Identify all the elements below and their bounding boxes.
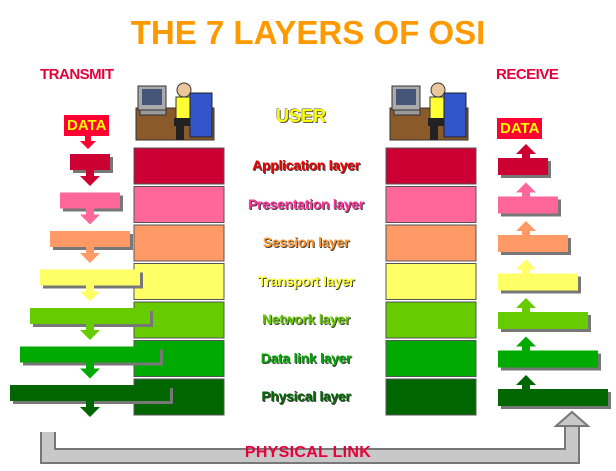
transmit-label: TRANSMIT [40, 66, 114, 83]
receive-layer-box [385, 263, 477, 300]
transmit-down-arrow [10, 385, 173, 417]
receive-layer-box [385, 147, 477, 185]
layer-label: Transport layer [257, 272, 355, 289]
layer-label: Data link layer [260, 349, 352, 366]
receive-label: RECEIVE [496, 66, 559, 83]
transmit-down-arrow [60, 192, 123, 225]
computer-user-icon [135, 82, 215, 141]
transmit-layer-box [133, 147, 225, 185]
data-label-receive: DATA [497, 118, 543, 139]
receive-layer-box [385, 378, 477, 416]
layer-label: Session layer [262, 234, 350, 250]
physical-link-label: PHYSICAL LINK [244, 444, 372, 461]
user-label: USER [276, 106, 327, 126]
receive-layer-box [385, 340, 477, 377]
layer-label: Physical layer [261, 388, 351, 404]
physical-link-arrow [40, 410, 591, 464]
receive-layer-box [385, 301, 477, 339]
transmit-down-arrow [50, 231, 133, 263]
transmit-layer-box [133, 224, 225, 262]
receive-up-arrow [498, 259, 581, 294]
data-down-arrow [80, 136, 96, 149]
receive-up-arrow [498, 144, 551, 178]
transmit-down-arrow [40, 269, 143, 302]
receive-up-arrow [498, 221, 571, 255]
layer-label: Network layer [262, 311, 350, 327]
transmit-down-arrow [20, 346, 163, 379]
transmit-down-arrow [70, 154, 113, 186]
receive-layer-box [385, 186, 477, 223]
layer-label: Application layer [252, 157, 360, 173]
diagram-title: THE 7 LAYERS OF OSI [130, 14, 486, 51]
data-label-transmit: DATA [64, 115, 110, 136]
receive-layer-box [385, 224, 477, 262]
receive-up-arrow [498, 298, 591, 332]
transmit-down-arrow [30, 308, 153, 340]
receive-up-arrow [498, 182, 561, 217]
transmit-layer-box [133, 263, 225, 300]
transmit-layer-box [133, 186, 225, 223]
receive-up-arrow [498, 375, 611, 409]
layer-label: Presentation layer [248, 195, 364, 212]
receive-up-arrow [498, 336, 601, 371]
computer-user-icon [389, 82, 469, 141]
